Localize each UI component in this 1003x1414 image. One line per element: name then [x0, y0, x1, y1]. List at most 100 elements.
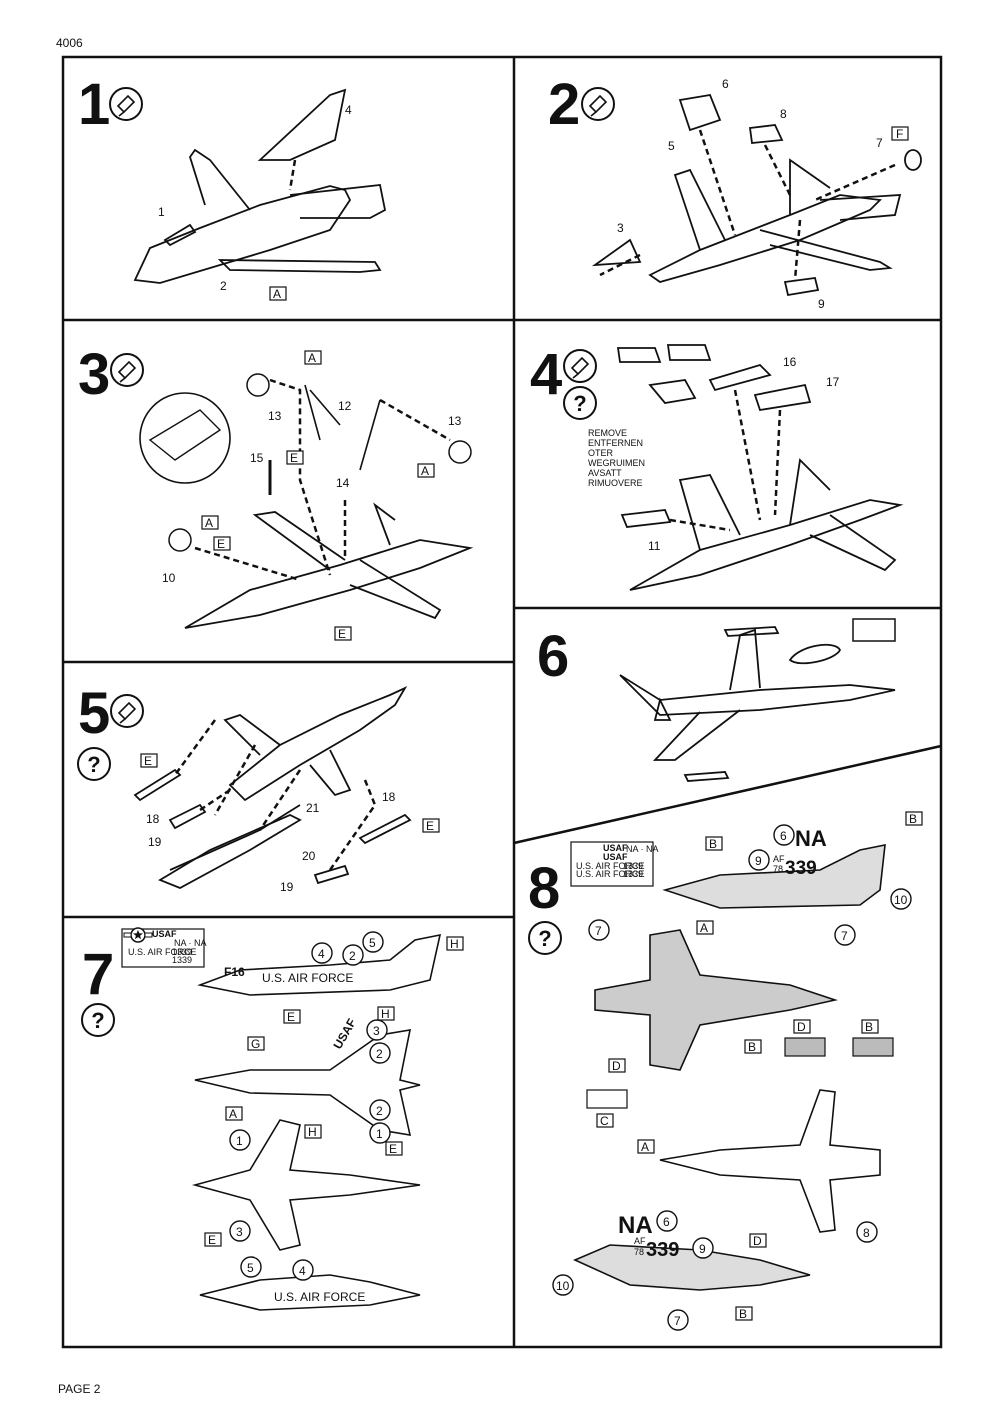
svg-text:7: 7 [841, 929, 848, 943]
svg-text:H: H [308, 1125, 317, 1139]
svg-text:USAF: USAF [603, 852, 628, 862]
svg-text:19: 19 [280, 880, 294, 894]
parts-drawing [616, 344, 904, 591]
frame-border [61, 55, 943, 1349]
svg-text:F16: F16 [224, 965, 245, 979]
svg-text:5: 5 [668, 139, 675, 153]
step-6: 6 [537, 618, 896, 782]
decal-number-markers: 6 6 7 7 7 8 9 9 10 10 [552, 824, 912, 1331]
svg-text:15: 15 [250, 451, 264, 465]
svg-text:339: 339 [785, 858, 817, 879]
svg-text:U.S. AIR FORCE: U.S. AIR FORCE [262, 971, 353, 985]
step-2: 2 3 5 6 7 8 9 F [548, 72, 922, 311]
svg-text:2: 2 [220, 279, 227, 293]
color-swatch [852, 1037, 894, 1057]
svg-text:7: 7 [674, 1314, 681, 1328]
step-7: 7 USAF NA · NA U.S. AIR FORCE 1339 1339 … [81, 927, 464, 1311]
svg-text:4: 4 [345, 103, 352, 117]
svg-text:USAF: USAF [330, 1016, 358, 1051]
svg-text:1339: 1339 [172, 947, 192, 957]
decal-sheet: USAF USAF NA · NA U.S. AIR FORCE U.S. AI… [570, 841, 659, 887]
step-1: 1 4 1 2 A [78, 72, 387, 301]
svg-text:RIMUOVERE: RIMUOVERE [588, 478, 643, 488]
svg-text:ENTFERNEN: ENTFERNEN [588, 438, 643, 448]
step-5: 5 18 18 19 19 20 21 E E [77, 681, 440, 894]
svg-text:17: 17 [826, 375, 840, 389]
svg-text:E: E [217, 537, 225, 551]
step-number: 3 [78, 342, 110, 407]
svg-text:E: E [290, 451, 298, 465]
svg-text:H: H [450, 937, 459, 951]
svg-text:2: 2 [376, 1047, 383, 1061]
svg-text:B: B [865, 1020, 873, 1034]
fuselage-drawing [184, 502, 474, 629]
svg-text:9: 9 [755, 854, 762, 868]
svg-text:NA · NA: NA · NA [626, 844, 659, 854]
detail-circle [139, 392, 231, 484]
svg-text:6: 6 [663, 1215, 670, 1229]
svg-text:E: E [426, 819, 434, 833]
svg-text:E: E [287, 1010, 295, 1024]
svg-text:9: 9 [818, 297, 825, 311]
fuselage-drawing [591, 93, 922, 297]
svg-text:1339: 1339 [172, 955, 192, 965]
svg-text:D: D [753, 1234, 762, 1248]
svg-text:78: 78 [773, 864, 783, 874]
glue-icon [110, 694, 144, 728]
svg-text:A: A [421, 464, 429, 478]
svg-text:USAF: USAF [152, 929, 177, 939]
svg-text:G: G [251, 1037, 260, 1051]
decal-placeholder [852, 618, 896, 642]
step-number: 4 [530, 342, 562, 407]
svg-text:E: E [389, 1142, 397, 1156]
svg-text:7: 7 [876, 136, 883, 150]
svg-text:10: 10 [556, 1279, 570, 1293]
svg-text:3: 3 [617, 221, 624, 235]
svg-text:A: A [308, 351, 316, 365]
svg-text:14: 14 [336, 476, 350, 490]
svg-text:E: E [208, 1233, 216, 1247]
step-number: 8 [528, 856, 560, 921]
kit-code: 4006 [56, 36, 83, 50]
step-number: 1 [78, 72, 110, 137]
svg-text:USAF: USAF [603, 843, 628, 853]
remove-instructions: REMOVE ENTFERNEN OTER WEGRUIMEN AVSATT R… [588, 428, 645, 488]
fuselage-drawing [133, 88, 387, 284]
svg-text:E: E [144, 754, 152, 768]
svg-text:A: A [641, 1140, 649, 1154]
svg-text:AVSATT: AVSATT [588, 468, 622, 478]
svg-text:D: D [612, 1059, 621, 1073]
svg-text:A: A [205, 516, 213, 530]
svg-text:B: B [748, 1040, 756, 1054]
svg-text:16: 16 [783, 355, 797, 369]
svg-text:339: 339 [646, 1239, 679, 1261]
help-icon [528, 921, 562, 955]
svg-text:1339: 1339 [623, 861, 643, 871]
svg-text:C: C [600, 1114, 609, 1128]
svg-text:3: 3 [373, 1024, 380, 1038]
svg-text:U.S. AIR FORCE: U.S. AIR FORCE [576, 869, 645, 879]
svg-text:U.S. AIR FORCE: U.S. AIR FORCE [576, 861, 645, 871]
svg-text:A: A [700, 921, 708, 935]
fuselage-drawing [191, 933, 442, 1311]
svg-text:7: 7 [595, 924, 602, 938]
svg-text:20: 20 [302, 849, 316, 863]
callout-flags: A E E E G H H H [204, 936, 464, 1247]
svg-text:19: 19 [148, 835, 162, 849]
svg-text:3: 3 [236, 1225, 243, 1239]
decal-sheet: USAF NA · NA U.S. AIR FORCE 1339 1339 [121, 927, 207, 968]
svg-text:6: 6 [722, 77, 729, 91]
step-number: 5 [78, 681, 110, 746]
svg-text:B: B [739, 1307, 747, 1321]
page-number: PAGE 2 [58, 1382, 101, 1396]
color-swatch [586, 1089, 628, 1109]
callout-flag [269, 286, 287, 301]
svg-text:6: 6 [780, 829, 787, 843]
callout-flags: A A B B B B B C D D D [596, 811, 923, 1321]
svg-text:E: E [338, 627, 346, 641]
svg-text:9: 9 [699, 1242, 706, 1256]
svg-text:B: B [909, 812, 917, 826]
svg-text:1339: 1339 [623, 869, 643, 879]
svg-text:4: 4 [318, 947, 325, 961]
